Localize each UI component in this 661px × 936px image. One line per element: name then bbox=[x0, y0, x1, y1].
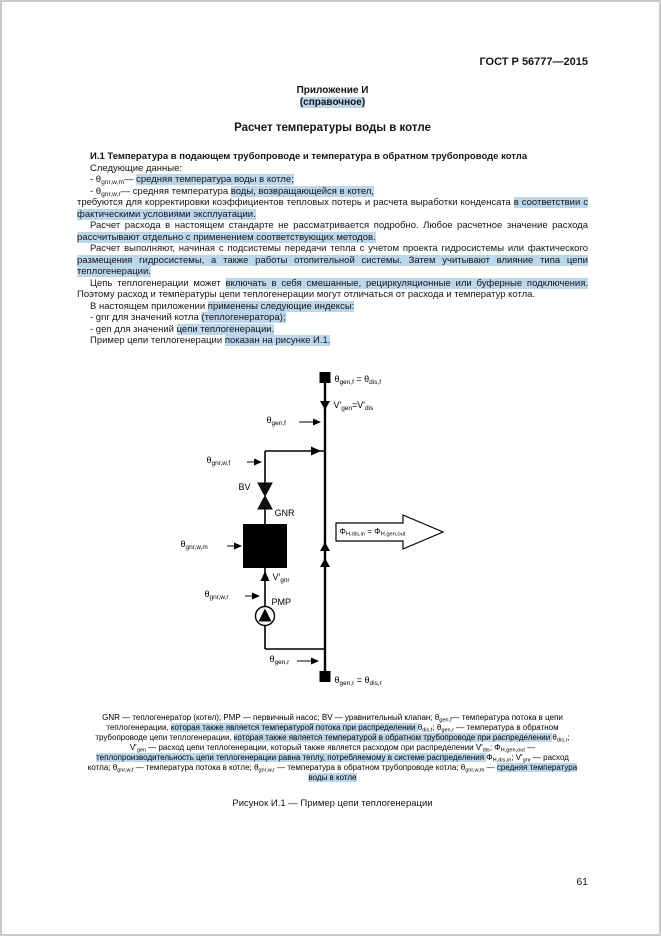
label-pointer-gen-r bbox=[296, 657, 319, 664]
list-item: - gen для значений цепи теплогенерации. bbox=[90, 323, 275, 335]
paragraph: Пример цепи теплогенерации показан на ри… bbox=[90, 335, 331, 346]
label-pointer-gnr-w-r bbox=[244, 592, 260, 599]
appendix-label: Приложение И bbox=[296, 85, 369, 96]
balancing-valve-icon bbox=[256, 482, 273, 509]
junction-arrow-icon bbox=[310, 446, 321, 455]
flow-up-arrow-icon bbox=[319, 541, 330, 551]
figure-legend: GNR — теплогенератор (котел); PMP — перв… bbox=[87, 712, 578, 782]
pump-icon bbox=[254, 605, 275, 626]
paragraph: Расчет расхода в настоящем стандарте не … bbox=[77, 220, 588, 243]
label-gen-f: θgen,f bbox=[266, 414, 286, 427]
flow-up-arrow-icon bbox=[260, 570, 269, 581]
circuit-schematic bbox=[226, 371, 445, 682]
appendix-type: (справочное) bbox=[299, 97, 366, 108]
label-vgen: V′gen=V′dis bbox=[333, 399, 374, 412]
label-gnr-w-m: θgnr,w,m bbox=[180, 538, 208, 551]
figure-title: Рисунок И.1 — Пример цепи теплогенерации bbox=[232, 797, 433, 809]
pump-impeller bbox=[258, 608, 271, 621]
label-vgnr: V′gnr bbox=[272, 571, 290, 584]
page-number: 61 bbox=[576, 876, 588, 888]
list-item: - θgnr,w,r— средняя температура воды, во… bbox=[90, 185, 375, 198]
supply-cap bbox=[319, 371, 330, 383]
body-text: Следующие данные: - θgnr,w,m— средняя те… bbox=[77, 163, 588, 347]
heat-generation-circuit-diagram: θgen,f = θdis,f V′gen=V′dis θgen,f θgnr,… bbox=[153, 369, 513, 699]
doc-number: ГОСТ Р 56777—2015 bbox=[479, 56, 588, 68]
label-pointer-gen-f bbox=[298, 418, 321, 425]
label-gnr-w-r: θgnr,w,r bbox=[204, 588, 229, 601]
return-cap bbox=[319, 670, 330, 682]
label-gen-r: θgen,r bbox=[269, 653, 290, 666]
paragraph: требуются для корректировки коэффициенто… bbox=[77, 197, 588, 220]
paragraph: В настоящем приложении применены следующ… bbox=[90, 300, 355, 312]
list-item: - gnr для значений котла (теплогенератор… bbox=[90, 312, 286, 323]
boiler-box bbox=[242, 523, 287, 568]
section-heading: И.1 Температура в подающем трубопроводе … bbox=[90, 151, 528, 162]
label-return-bottom: θgen,r = θdis,r bbox=[334, 674, 382, 687]
flow-up-arrow-icon bbox=[319, 557, 330, 567]
paragraph: Расчет выполняют, начиная с подсистемы п… bbox=[77, 243, 588, 277]
flow-down-arrow-icon bbox=[319, 400, 330, 410]
page-title: Расчет температуры воды в котле bbox=[234, 122, 431, 134]
paragraph: Цепь теплогенерации может включать в себ… bbox=[77, 277, 588, 300]
label-pointer-gnr-w-f bbox=[246, 458, 262, 465]
label-gnr: GNR bbox=[274, 507, 295, 518]
list-item: - θgnr,w,m— средняя температура воды в к… bbox=[90, 174, 294, 186]
heat-output-arrow bbox=[334, 513, 445, 550]
label-pointer-gnr-w-m bbox=[226, 542, 242, 549]
label-gnr-w-f: θgnr,w,f bbox=[206, 454, 231, 467]
label-flow-top: θgen,f = θdis,f bbox=[334, 373, 382, 386]
paragraph: Следующие данные: bbox=[90, 162, 183, 174]
label-bv: BV bbox=[238, 481, 251, 492]
label-pmp: PMP bbox=[271, 596, 292, 607]
label-heat-flow: ΦH,dis,in = ΦH,gen,out bbox=[339, 526, 406, 538]
